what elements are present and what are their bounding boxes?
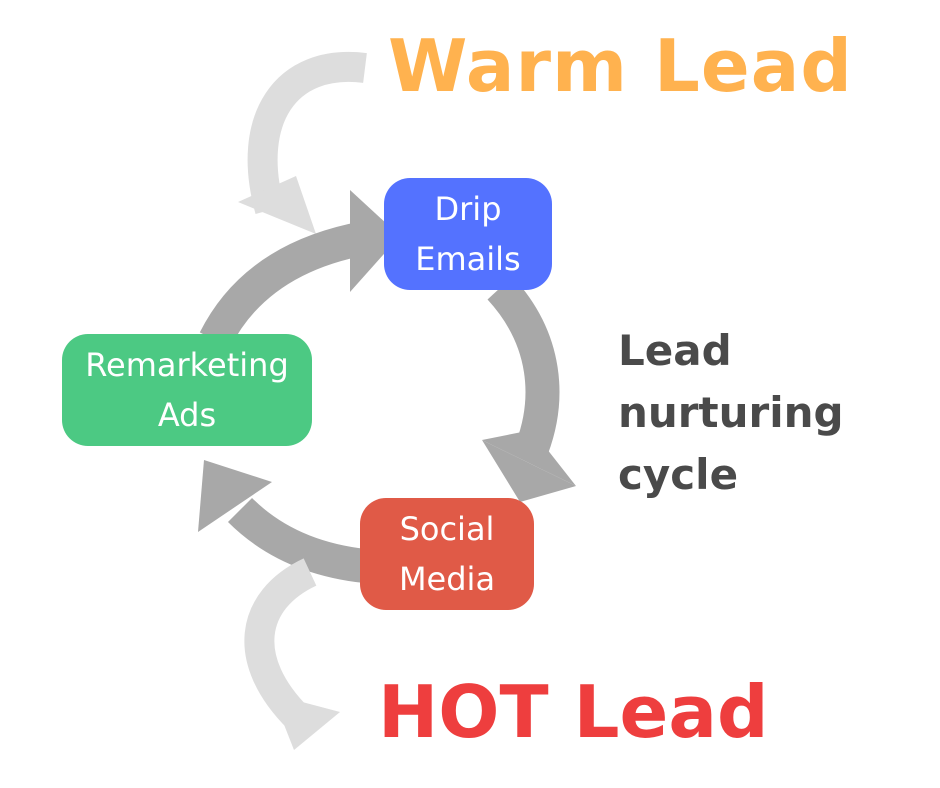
social-media-node: Social Media — [360, 498, 534, 610]
cycle-label-line2: nurturing — [618, 388, 844, 437]
hot-lead-title: HOT Lead — [378, 670, 769, 754]
cycle-arrow-social-to-remarketing — [198, 460, 368, 583]
cycle-arrow-remarketing-to-drip — [199, 190, 400, 349]
drip-emails-line2: Emails — [415, 240, 521, 278]
cycle-label-line1: Lead — [618, 326, 732, 375]
cycle-label-line3: cycle — [618, 450, 739, 499]
social-media-line2: Media — [398, 560, 496, 598]
remarketing-ads-line1: Remarketing — [85, 346, 289, 384]
remarketing-ads-line2: Ads — [157, 396, 217, 434]
drip-emails-node: Drip Emails — [384, 178, 552, 290]
cycle-label: Lead nurturing cycle — [618, 320, 844, 506]
cycle-arrow-drip-to-social — [482, 276, 576, 502]
entry-arrow — [238, 51, 367, 234]
social-media-line1: Social — [399, 510, 495, 548]
drip-emails-line1: Drip — [434, 190, 502, 228]
warm-lead-title: Warm Lead — [388, 24, 853, 108]
remarketing-ads-node: Remarketing Ads — [62, 334, 312, 446]
exit-arrow — [244, 558, 340, 750]
